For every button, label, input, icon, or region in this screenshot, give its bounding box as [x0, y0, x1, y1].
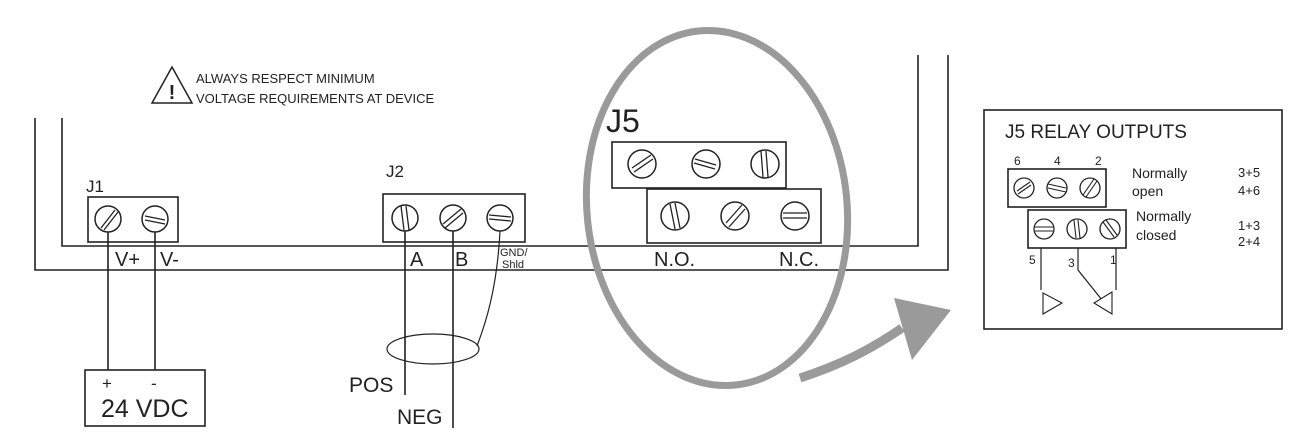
- cable-shield-ellipse: [386, 333, 480, 365]
- detail-pin-4: 4: [1054, 154, 1061, 168]
- detail-pin-3: 3: [1068, 256, 1075, 270]
- relay-nc-wire: [1077, 248, 1103, 301]
- power-label: 24 VDC: [101, 395, 189, 423]
- detail-screw-2: [1079, 177, 1101, 199]
- j2-pin-b: B: [455, 249, 468, 271]
- wire-shield: [476, 230, 501, 347]
- j2-gnd-label-1: GND/: [500, 247, 528, 259]
- detail-screw-4: [1046, 177, 1068, 199]
- relay-no-contact-icon: [1042, 292, 1064, 315]
- enclosure: [34, 55, 949, 271]
- cable-pos-label: POS: [349, 374, 393, 397]
- j1-screw-1: [94, 205, 122, 233]
- normally-closed-line-1: Normally: [1136, 208, 1191, 224]
- cable-neg-label: NEG: [397, 406, 443, 429]
- power-minus: -: [151, 374, 157, 393]
- normally-open-pair-1: 3+5: [1238, 165, 1260, 180]
- j1-pin-vplus: V+: [115, 249, 140, 271]
- j2-screw-a: [391, 204, 419, 232]
- normally-open-line-2: open: [1132, 183, 1163, 199]
- j2-screw-b: [439, 204, 467, 232]
- j5-label: J5: [606, 103, 640, 139]
- j5-screw-5: [660, 201, 690, 231]
- power-supply-box: [84, 369, 206, 427]
- zoom-arrow-icon: [894, 298, 951, 360]
- detail-pin-1: 1: [1110, 253, 1117, 267]
- relay-nc-contact-icon: [1092, 291, 1113, 315]
- j5-nc-label: N.C.: [779, 249, 819, 271]
- j2-pin-a: A: [410, 249, 424, 271]
- j5-screw-4: [691, 149, 721, 179]
- warning-line-2: VOLTAGE REQUIREMENTS AT DEVICE: [196, 91, 434, 106]
- warning-line-1: ALWAYS RESPECT MINIMUM: [196, 71, 375, 86]
- detail-pin-6: 6: [1014, 154, 1021, 168]
- j1-label: J1: [86, 177, 104, 196]
- j2-screw-gnd: [486, 204, 514, 232]
- j1-screw-2: [141, 205, 169, 233]
- j2-gnd-label-2: Shld: [502, 259, 524, 271]
- zoom-arrow-shaft: [798, 324, 905, 383]
- detail-title: J5 RELAY OUTPUTS: [1005, 122, 1187, 143]
- normally-closed-pair-1: 1+3: [1238, 218, 1260, 233]
- j2-label: J2: [386, 162, 404, 181]
- j1-pin-vminus: V-: [160, 249, 179, 271]
- j5-screw-1: [780, 201, 810, 231]
- detail-screw-5: [1033, 218, 1055, 240]
- normally-open-pair-2: 4+6: [1238, 183, 1260, 198]
- warning-triangle-icon: !: [150, 65, 194, 104]
- svg-text:!: !: [169, 82, 176, 104]
- highlight-ellipse: [582, 26, 852, 390]
- j5-screw-6: [627, 149, 657, 179]
- j5-no-label: N.O.: [654, 249, 695, 271]
- normally-closed-pair-2: 2+4: [1238, 234, 1260, 249]
- detail-screw-1: [1099, 218, 1121, 240]
- normally-open-line-1: Normally: [1132, 165, 1187, 181]
- detail-screw-3: [1066, 218, 1088, 240]
- power-plus: +: [102, 374, 112, 393]
- j5-screw-2: [750, 149, 780, 179]
- normally-closed-line-2: closed: [1136, 227, 1176, 243]
- j5-screw-3: [720, 201, 750, 231]
- detail-pin-5: 5: [1029, 253, 1036, 267]
- detail-pin-2: 2: [1095, 154, 1102, 168]
- detail-screw-6: [1013, 177, 1035, 199]
